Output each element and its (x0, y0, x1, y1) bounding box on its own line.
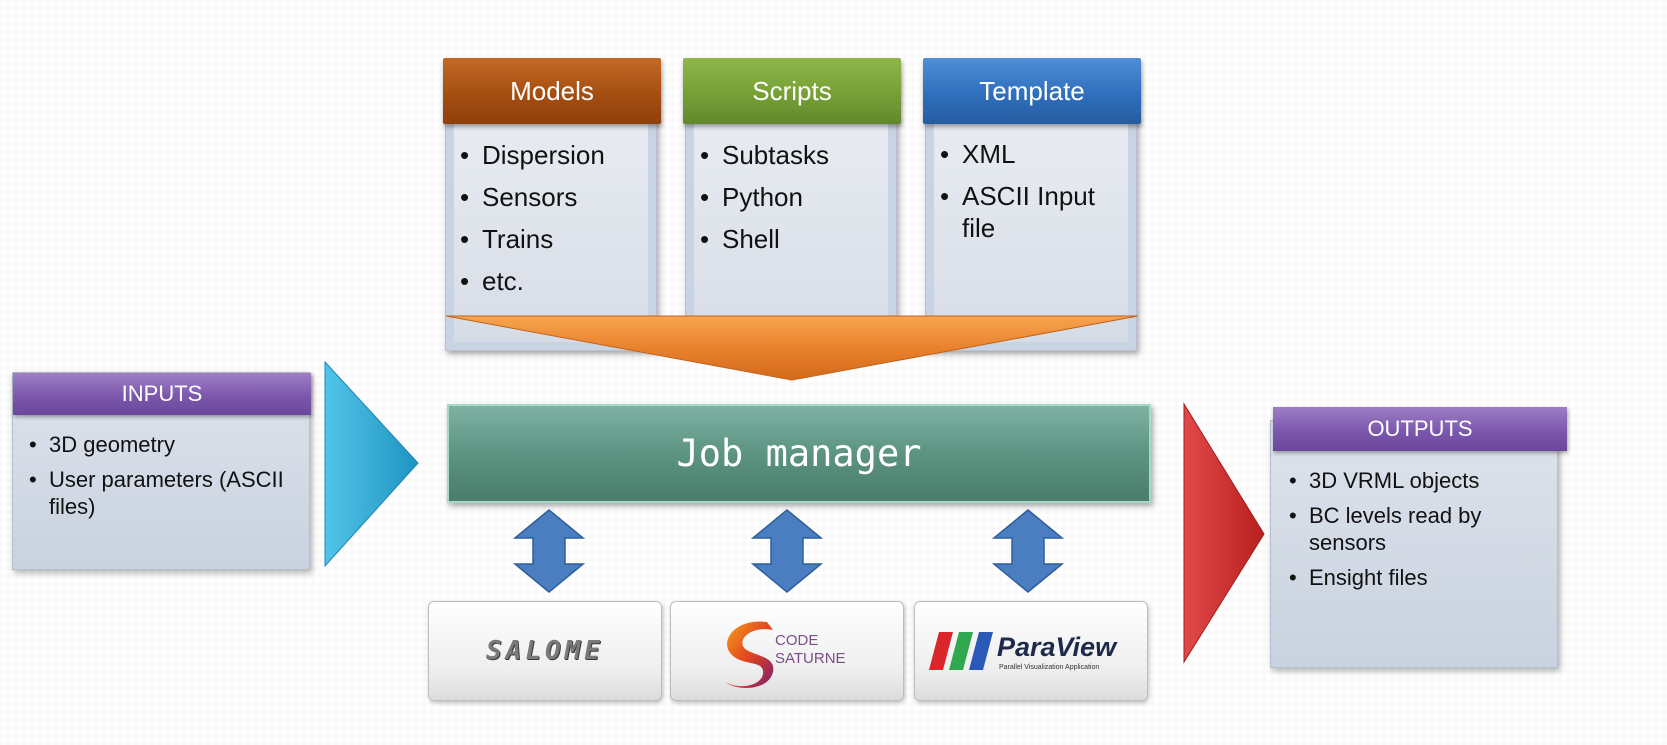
list-item: Sensors (456, 176, 605, 218)
inputs-list: 3D geometry User parameters (ASCII files… (27, 431, 297, 528)
list-item: Python (696, 176, 829, 218)
list-item: User parameters (ASCII files) (27, 466, 297, 520)
outputs-list: 3D VRML objects BC levels read by sensor… (1287, 467, 1547, 599)
output-arrow-icon (1183, 402, 1265, 664)
list-item: 3D VRML objects (1287, 467, 1547, 494)
double-arrow-icon (992, 509, 1064, 593)
list-item: Dispersion (456, 134, 605, 176)
outputs-header: OUTPUTS (1273, 407, 1567, 451)
salome-logo: SALOME (428, 601, 662, 701)
input-arrow-icon (324, 360, 419, 568)
list-item: XML (936, 138, 1116, 170)
code-saturne-name-line2: SATURNE (775, 650, 846, 667)
code-saturne-logo: CODE SATURNE (670, 601, 904, 701)
template-box: Template XML ASCII Input file (923, 58, 1141, 351)
list-item: etc. (456, 260, 605, 302)
paraview-name: ParaView (997, 632, 1117, 662)
list-item: BC levels read by sensors (1287, 502, 1547, 556)
models-header: Models (443, 58, 661, 124)
outputs-box: OUTPUTS 3D VRML objects BC levels read b… (1270, 407, 1567, 668)
list-item: ASCII Input file (936, 180, 1116, 244)
inputs-header: INPUTS (13, 373, 311, 415)
paraview-logo: ParaView Parallel Visualization Applicat… (914, 601, 1148, 701)
list-item: Trains (456, 218, 605, 260)
paraview-bars-icon (929, 632, 993, 670)
salome-logo-text: SALOME (486, 636, 604, 666)
models-list: Dispersion Sensors Trains etc. (456, 134, 605, 302)
list-item: Subtasks (696, 134, 829, 176)
list-item: Ensight files (1287, 564, 1547, 591)
inputs-box: INPUTS 3D geometry User parameters (ASCI… (12, 372, 311, 570)
scripts-list: Subtasks Python Shell (696, 134, 829, 260)
paraview-tagline: Parallel Visualization Application (999, 664, 1100, 671)
job-manager-box: Job manager (447, 404, 1151, 503)
models-box: Models Dispersion Sensors Trains etc. (443, 58, 661, 351)
template-header: Template (923, 58, 1141, 124)
template-list: XML ASCII Input file (936, 138, 1116, 254)
list-item: 3D geometry (27, 431, 297, 458)
code-saturne-swirl-icon (725, 621, 774, 688)
list-item: Shell (696, 218, 829, 260)
scripts-header: Scripts (683, 58, 901, 124)
code-saturne-name-line1: CODE (775, 632, 819, 649)
double-arrow-icon (513, 509, 585, 593)
funnel-arrow-icon (445, 315, 1139, 381)
double-arrow-icon (751, 509, 823, 593)
scripts-box: Scripts Subtasks Python Shell (683, 58, 901, 351)
